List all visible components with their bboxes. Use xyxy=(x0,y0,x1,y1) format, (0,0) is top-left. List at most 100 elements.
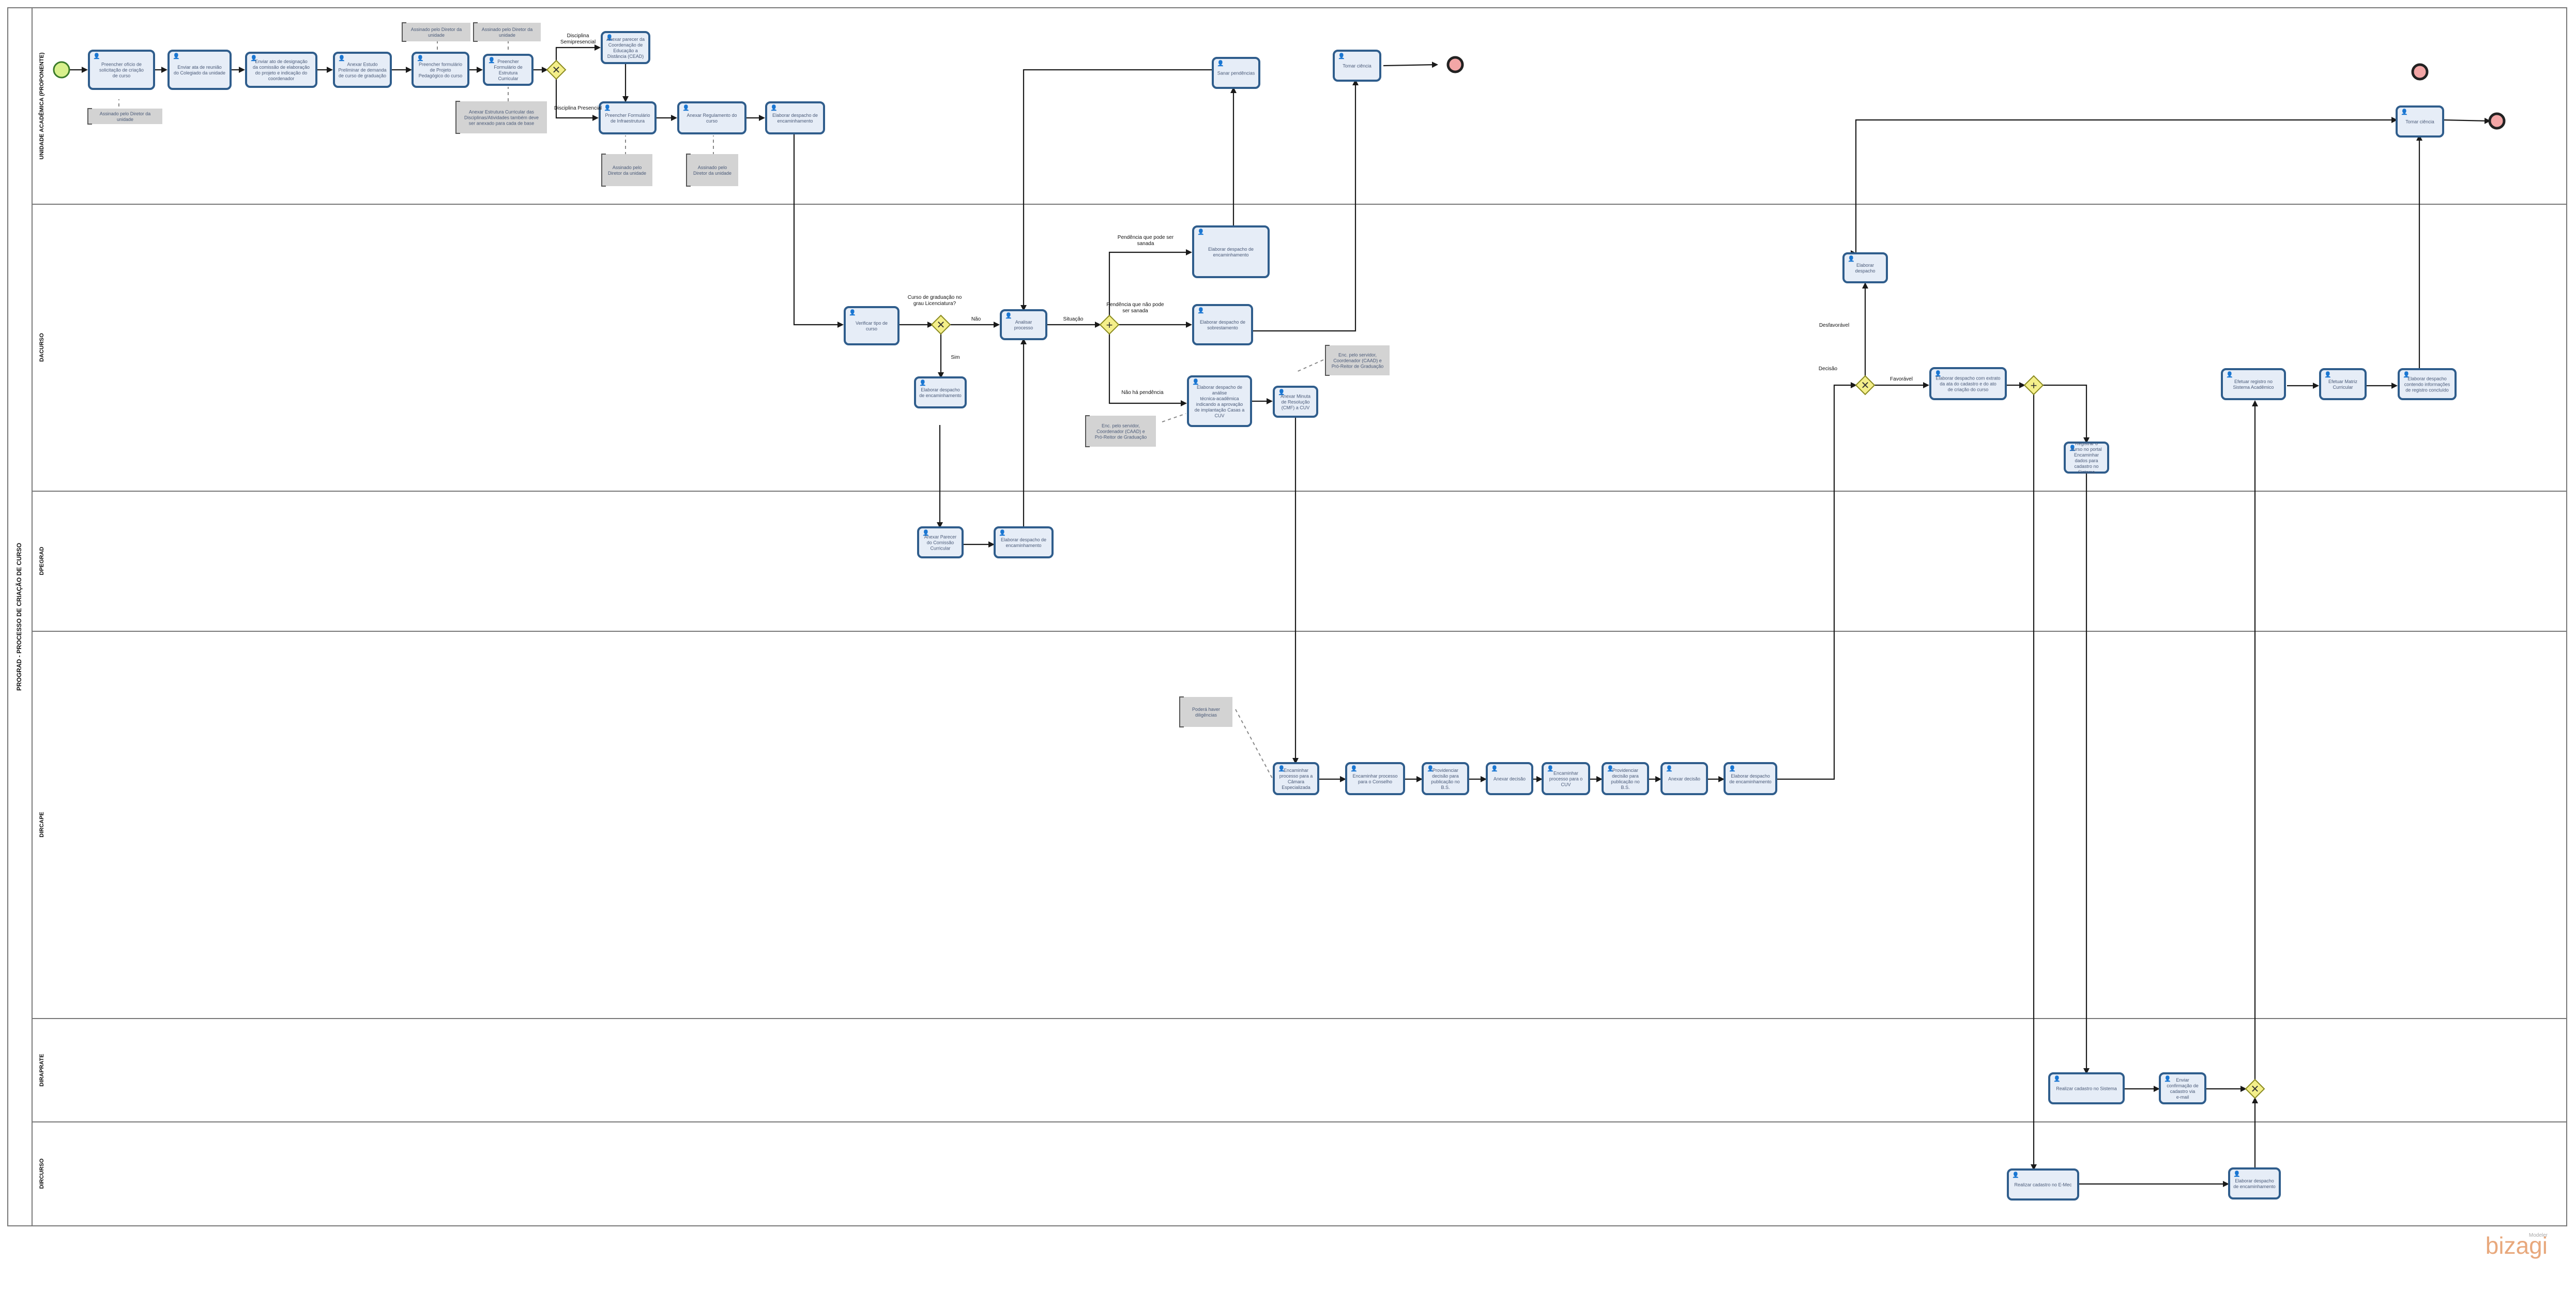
task-label: Preencher xyxy=(497,59,519,64)
annotation-label: diligências xyxy=(1195,712,1217,718)
end-event-3 xyxy=(2488,112,2506,130)
gateway-exclusive-1: ✕ xyxy=(546,59,567,80)
task-label: da comissão de elaboração xyxy=(253,65,310,70)
task-label: de registro concluído xyxy=(2405,388,2449,393)
task-label: de implantação Casas a xyxy=(1195,407,1245,413)
task-label: Anexar Estudo xyxy=(347,62,377,67)
task-label: CUV xyxy=(1214,413,1224,418)
user-task-icon: 👤 xyxy=(2053,1075,2061,1082)
user-task-icon: 👤 xyxy=(1197,307,1205,314)
user-task-icon: 👤 xyxy=(1338,53,1345,59)
task-t12: 👤Tomar ciência xyxy=(1333,50,1381,82)
task-label: Registrar o xyxy=(2075,441,2098,446)
task-label: Elaborar xyxy=(1856,263,1874,268)
task-label: do Comissão xyxy=(927,540,954,545)
task-label: Enviar ato de designação xyxy=(255,59,308,64)
flow-label-g1_bottom: Disciplina Presencial xyxy=(554,105,602,111)
flow-label-g3_top: Pendência que pode ser xyxy=(1118,235,1174,240)
task-label: Realizar cadastro no E-Mec xyxy=(2014,1182,2072,1188)
task-label: Preencher formulário xyxy=(419,62,462,67)
task-label: encaminhamento xyxy=(1005,543,1041,548)
task-label: Anexar parecer da xyxy=(606,37,645,42)
gateway-parallel-1: + xyxy=(2023,375,2044,396)
flow-label-g1_top: Semipresencial xyxy=(560,39,596,45)
flow-label-g4_in: Decisão xyxy=(1819,366,1838,372)
svg-text:✕: ✕ xyxy=(552,65,561,76)
task-label: de curso xyxy=(113,73,131,79)
task-label: Enviar ata de reunião xyxy=(177,65,222,70)
user-task-icon: 👤 xyxy=(1729,765,1736,772)
annotation-label: Disciplinas/Atividades também deve xyxy=(464,115,539,120)
task-label: coordenador xyxy=(268,76,295,81)
lane-title-dirapratte: DIRAPRATE xyxy=(39,1054,45,1086)
task-label: solicitação de criação xyxy=(99,68,144,73)
annotation-label: Diretor da unidade xyxy=(608,171,646,176)
user-task-icon: 👤 xyxy=(1005,312,1012,319)
task-label: encaminhamento xyxy=(777,118,813,124)
task-label: Especializada xyxy=(1282,785,1310,790)
task-label: Elaborar despacho de xyxy=(1208,247,1254,252)
task-label: Anexar decisão xyxy=(1668,777,1700,782)
bizagi-modeler-text: Modeler xyxy=(2529,1233,2548,1238)
task-label: (CMF) a CUV xyxy=(1282,405,1310,411)
task-label: Curricular xyxy=(2333,385,2353,390)
lane-title-dacurso: DACURSO xyxy=(39,333,45,362)
svg-text:+: + xyxy=(1106,318,1113,331)
task-label: decisão para xyxy=(1612,773,1639,779)
user-task-icon: 👤 xyxy=(922,529,929,536)
user-task-icon: 👤 xyxy=(1350,765,1358,772)
user-task-icon: 👤 xyxy=(606,34,613,41)
user-task-icon: 👤 xyxy=(919,379,926,386)
task-label: de criação do curso xyxy=(1948,387,1989,392)
annotation-label: Diretor da unidade xyxy=(693,171,731,176)
task-label: Elaborar despacho de xyxy=(1200,320,1245,325)
annotation-n4: Anexar Estrutura Curricular dasDisciplin… xyxy=(455,101,547,134)
task-label: decisão para xyxy=(1432,773,1459,779)
annotation-n7: Enc. pelo servidor,Coordenador (CAAD) eP… xyxy=(1325,345,1390,376)
task-label: Elaborar despacho de xyxy=(772,113,818,118)
task-label: Providenciar xyxy=(1612,768,1638,773)
task-label: Curricular xyxy=(930,546,950,551)
task-label: Encaminhar xyxy=(2074,452,2099,458)
task-label: Sistema xyxy=(2078,469,2095,475)
user-task-icon: 👤 xyxy=(173,53,180,59)
task-label: cadastro via xyxy=(2170,1089,2196,1094)
task-label: cadastro no xyxy=(2074,464,2098,469)
task-label: de Resolução xyxy=(1281,400,1309,405)
annotation-label: Pró-Reitor de Graduação xyxy=(1095,435,1147,440)
pool-frame xyxy=(7,7,2567,1226)
task-label: Preencher Formulário xyxy=(605,113,650,118)
flow-label-g4_up: Desfavorável xyxy=(1819,323,1849,328)
task-label: Elaborar despacho xyxy=(2235,1178,2274,1183)
user-task-icon: 👤 xyxy=(1491,765,1498,772)
flow-label-g3_mid: Pendência que não pode xyxy=(1106,302,1164,308)
user-task-icon: 👤 xyxy=(417,55,424,62)
bizagi-logo: bizagi xyxy=(2486,1232,2548,1259)
user-task-icon: 👤 xyxy=(999,529,1006,536)
annotation-label: Enc. pelo servidor, xyxy=(1338,353,1377,358)
task-label: confirmação de xyxy=(2167,1083,2199,1088)
user-task-icon: 👤 xyxy=(1427,765,1434,772)
lane-title-dpegrad: DPEGRAD xyxy=(39,546,45,575)
lane-title-dircurso: DIRCURSO xyxy=(39,1158,45,1189)
task-label: Encaminhar xyxy=(1284,768,1308,773)
user-task-icon: 👤 xyxy=(2012,1172,2019,1178)
task-label: Coordenação de xyxy=(608,42,643,48)
gateway-exclusive-3: + xyxy=(1099,314,1120,335)
task-label: Tomar ciência xyxy=(2405,119,2434,125)
pool-title: PROGRAD - PROCESSO DE CRIAÇÃO DE CURSO xyxy=(15,543,23,691)
user-task-icon: 👤 xyxy=(250,55,257,62)
annotation-label: Enc. pelo servidor, xyxy=(1102,423,1140,429)
task-label: do projeto e indicação do xyxy=(255,70,308,75)
